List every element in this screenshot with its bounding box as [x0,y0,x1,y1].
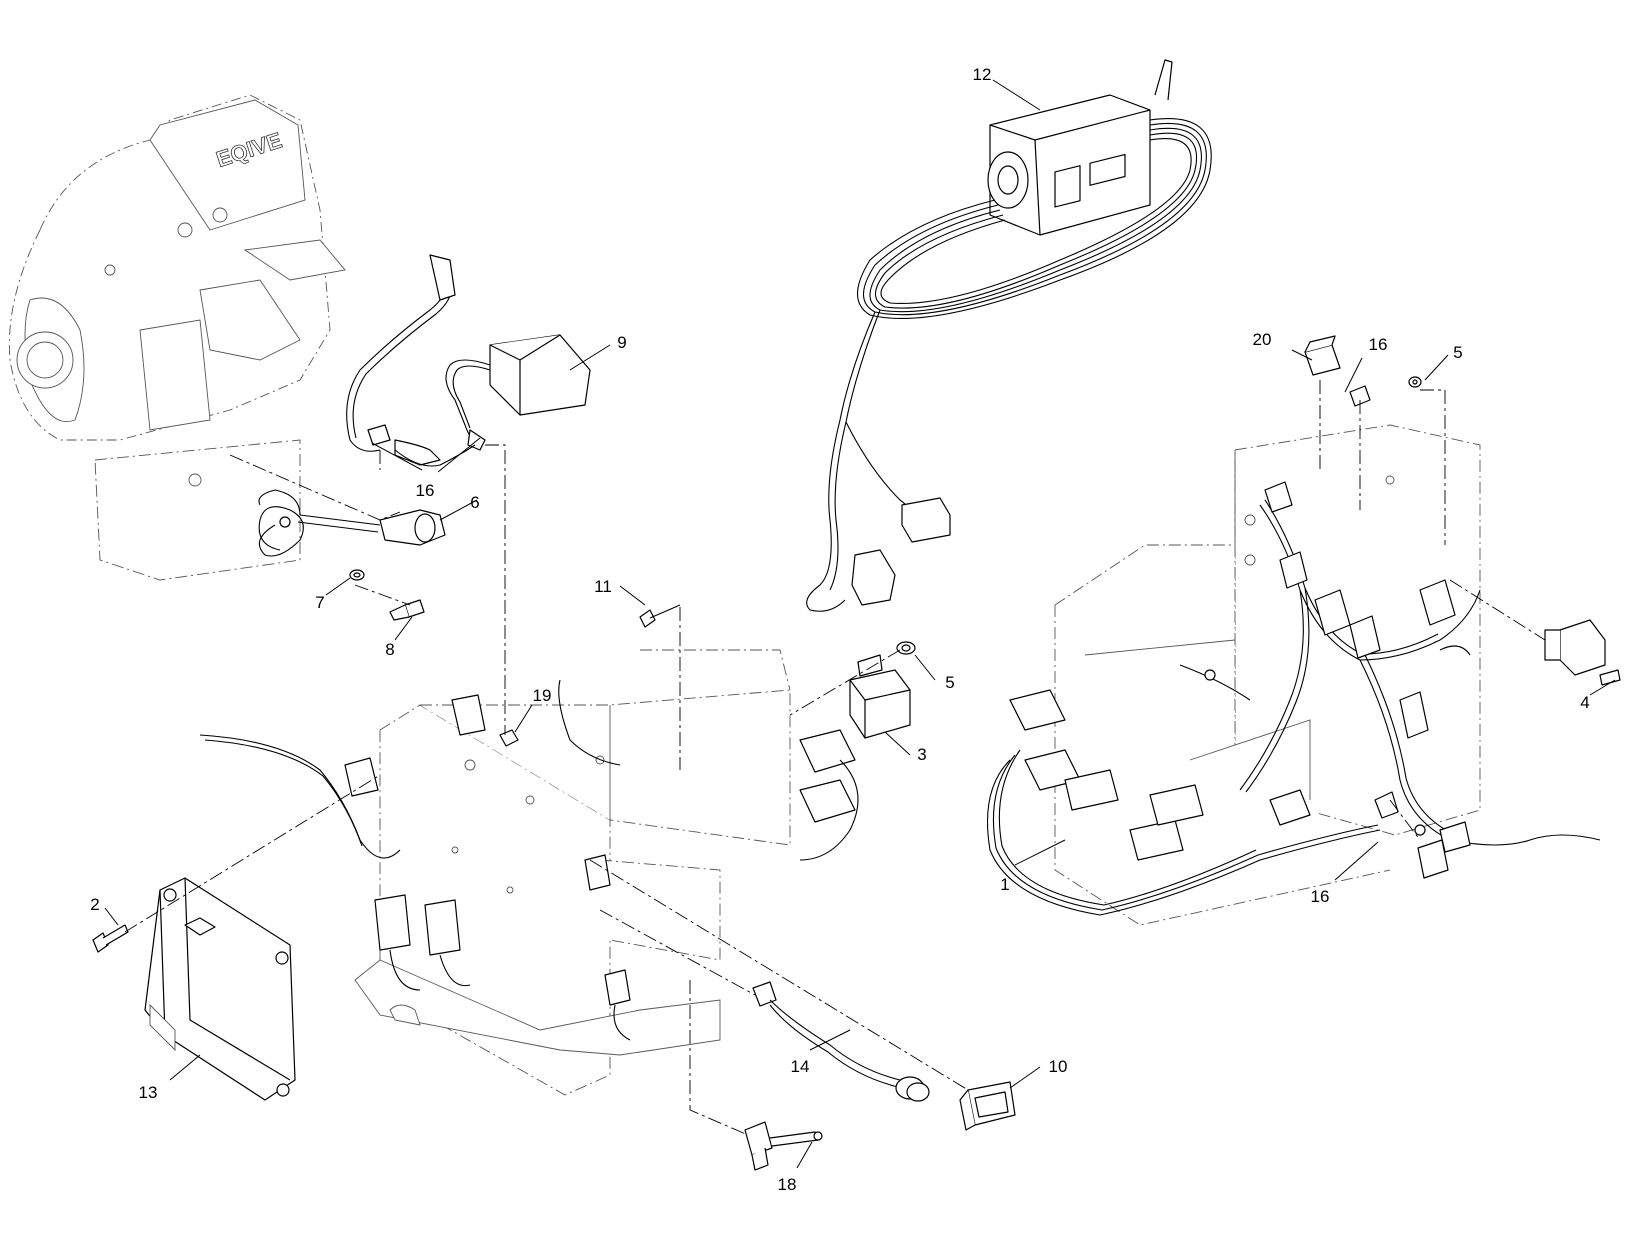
clip-part-16-left [367,424,391,446]
callout-19: 19 [533,686,552,705]
engine-assembly: EQIVE [8,94,346,581]
pendant-control-part-12 [806,59,1212,612]
callout-2: 2 [90,895,99,914]
callout-6: 6 [470,493,479,512]
harness-assembly-part-1 [987,424,1601,926]
callout-11: 11 [594,577,612,596]
callout-4: 4 [1580,693,1589,712]
relay-part-20 [1304,335,1341,376]
callout-5-center: 5 [945,673,954,692]
callout-5-right: 5 [1453,343,1462,362]
callout-8: 8 [385,640,394,659]
callout-16-left: 16 [416,481,435,500]
relay-part-3 [849,654,911,739]
sensor-part-18 [744,1121,823,1171]
clip-part-16-right-top [1349,385,1371,407]
callout-9: 9 [617,333,626,352]
callout-3: 3 [917,745,926,764]
control-panel-bracket [354,649,791,1096]
panel-connectors [199,679,859,1041]
alignment-lines [124,380,1546,1136]
callout-10: 10 [1049,1057,1068,1076]
callout-20: 20 [1253,330,1272,349]
callout-16-bottom: 16 [1311,887,1330,906]
battery-cable-part-6 [258,489,446,557]
screw-part-11 [639,604,681,628]
hour-meter-part-10 [959,1081,1016,1131]
nut-part-19 [499,729,519,747]
washer-part-5-right [1408,376,1422,388]
harness-part-14 [752,981,930,1102]
callout-13: 13 [139,1083,158,1102]
washer-part-7 [349,569,365,581]
clamp-part-4 [1544,619,1621,686]
ecu-part-13 [144,877,296,1101]
callout-labels: 1 2 3 4 5 5 6 7 8 9 10 11 12 13 14 16 16… [90,65,1589,1194]
bolt-part-2 [92,924,129,953]
bolt-part-8 [389,599,425,621]
clip-part-16-right-bottom [1374,791,1449,879]
callout-leaders [104,79,1616,1169]
callout-14: 14 [791,1057,810,1076]
boot-part-9 [346,254,591,467]
nut-part-5-center [896,641,916,655]
callout-18: 18 [778,1175,797,1194]
callout-16-top: 16 [1369,335,1388,354]
callout-7: 7 [315,593,324,612]
callout-12: 12 [973,65,992,84]
callout-1: 1 [1000,875,1009,894]
